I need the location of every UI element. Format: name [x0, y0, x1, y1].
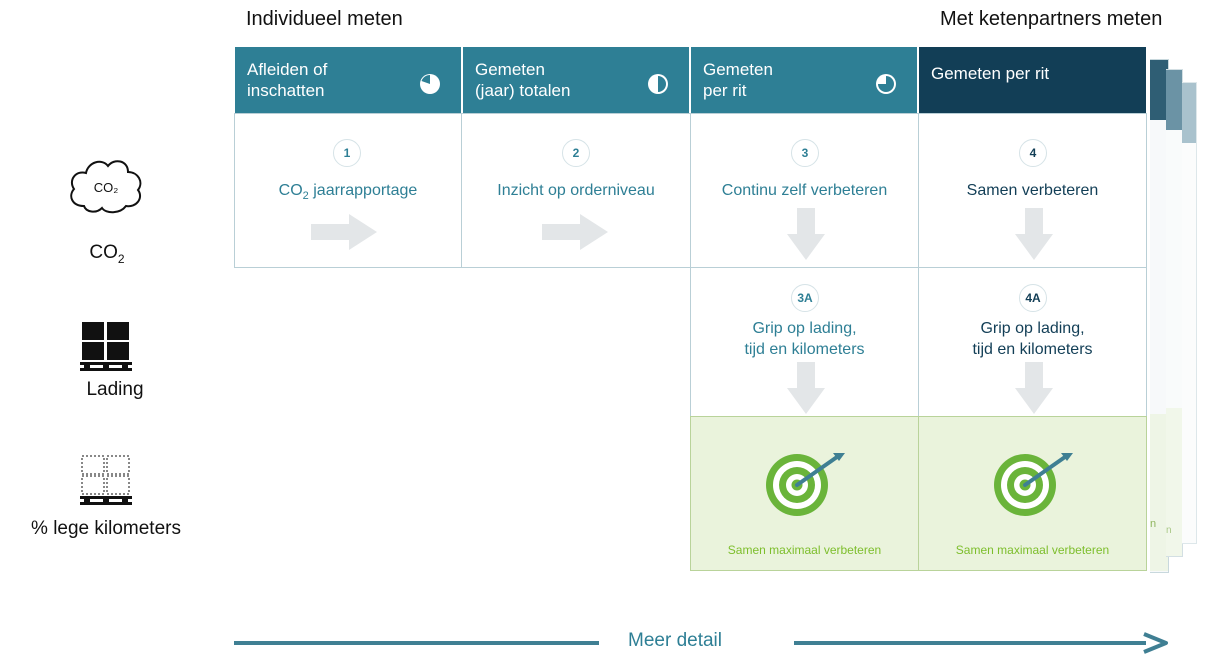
header-per-trip-line2: per rit — [703, 81, 747, 100]
header-per-trip-line1: Gemeten — [703, 60, 773, 79]
half-circle-icon — [648, 74, 668, 94]
co2-cloud-icon: CO₂ — [70, 160, 142, 214]
quarter-circle-icon — [420, 74, 440, 94]
arrow-down-icon — [787, 362, 825, 414]
co2-label: CO2 — [89, 242, 125, 266]
arrow-down-icon — [787, 208, 825, 260]
header-per-trip: Gemeten per rit — [691, 47, 917, 113]
chain-partners-measure-label: Met ketenpartners meten — [940, 8, 1163, 30]
detail-arrow-line-right — [794, 641, 1146, 645]
more-detail-label: Meer detail — [628, 630, 722, 651]
header-annual-line2: (jaar) totalen — [475, 81, 571, 100]
header-chain-label: Gemeten per rit — [931, 64, 1050, 83]
header-estimate-line1: Afleiden of — [247, 60, 328, 79]
pallet-full-icon — [80, 322, 132, 371]
step-1-text: CO2 jaarrapportage — [278, 182, 418, 203]
header-per-trip-chain: Gemeten per rit — [919, 47, 1146, 113]
header-estimate-line2: inschatten — [247, 81, 325, 100]
detail-arrow-line-left — [234, 641, 599, 645]
step-badge: 4 — [1019, 139, 1047, 167]
step-2-text: Inzicht op orderniveau — [497, 182, 655, 199]
step-badge: 1 — [333, 139, 361, 167]
header-annual-line1: Gemeten — [475, 60, 545, 79]
empty-km-label: % lege kilometers — [31, 518, 181, 539]
cell-step-3a: 3A Grip op lading,tijd en kilometers — [690, 267, 919, 417]
step-3a-text: Grip op lading,tijd en kilometers — [744, 320, 865, 358]
step-badge: 2 — [562, 139, 590, 167]
cell-step-3: 3 Continu zelf verbeteren — [690, 113, 919, 268]
header-estimate: Afleiden of inschatten — [235, 47, 461, 113]
step-3-text: Continu zelf verbeteren — [721, 182, 888, 199]
stack-layer-3 — [1182, 82, 1197, 544]
individual-measure-label: Individueel meten — [246, 8, 403, 30]
arrow-head-icon — [1143, 632, 1168, 654]
target-icon — [766, 453, 845, 516]
cell-step-1: 1 CO2 jaarrapportage — [234, 113, 462, 268]
stack-fragment-1: n — [1150, 518, 1157, 530]
pallet-empty-icon — [80, 455, 132, 505]
stack-fragment-2: n — [1166, 525, 1172, 536]
step-badge: 3 — [791, 139, 819, 167]
arrow-right-icon — [542, 214, 608, 250]
co2-cloud-text: CO₂ — [94, 180, 119, 195]
arrow-down-icon — [1015, 208, 1053, 260]
cell-step-2: 2 Inzicht op orderniveau — [461, 113, 691, 268]
step-badge: 3A — [791, 284, 819, 312]
cell-step-4a: 4A Grip op lading,tijd en kilometers — [918, 267, 1147, 417]
lading-label: Lading — [86, 379, 144, 400]
cell-goal-chain: Samen maximaal verbeteren — [918, 416, 1147, 571]
goal-chain-text: Samen maximaal verbeteren — [955, 543, 1110, 557]
cell-step-4: 4 Samen verbeteren — [918, 113, 1147, 268]
arrow-right-icon — [311, 214, 377, 250]
three-quarter-circle-icon — [876, 74, 896, 94]
target-icon — [994, 453, 1073, 516]
stack-layer-2: n — [1166, 69, 1183, 557]
arrow-down-icon — [1015, 362, 1053, 414]
step-4-text: Samen verbeteren — [966, 182, 1099, 199]
goal-own-text: Samen maximaal verbeteren — [727, 543, 882, 557]
cell-goal-own: Samen maximaal verbeteren — [690, 416, 919, 571]
header-annual-totals: Gemeten (jaar) totalen — [463, 47, 689, 113]
step-4a-text: Grip op lading,tijd en kilometers — [972, 320, 1093, 358]
step-badge: 4A — [1019, 284, 1047, 312]
